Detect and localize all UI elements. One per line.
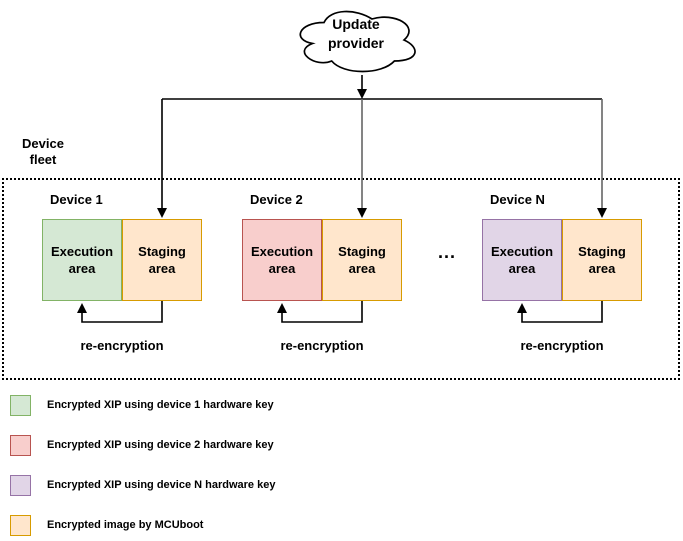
legend: Encrypted XIP using device 1 hardware ke… (10, 394, 275, 536)
device-1-execution-area: Execution area (42, 219, 122, 301)
legend-label-device-2-key: Encrypted XIP using device 2 hardware ke… (47, 439, 274, 451)
device-n-box: Execution area Staging area (482, 219, 642, 301)
device-2-name: Device 2 (250, 192, 303, 207)
device-n-staging-label: Staging area (578, 244, 626, 276)
device-n-re-encryption-label: re-encryption (520, 338, 604, 353)
device-1-box: Execution area Staging area (42, 219, 202, 301)
legend-item-device-2-key: Encrypted XIP using device 2 hardware ke… (10, 434, 275, 456)
device-1-re-encryption-label: re-encryption (80, 338, 164, 353)
legend-swatch-purple (10, 474, 31, 496)
legend-swatch-red (10, 434, 31, 456)
more-devices-ellipsis: ... (437, 242, 456, 262)
legend-item-device-n-key: Encrypted XIP using device N hardware ke… (10, 474, 275, 496)
legend-swatch-green (10, 394, 31, 416)
legend-label-device-1-key: Encrypted XIP using device 1 hardware ke… (47, 399, 274, 411)
device-2-box: Execution area Staging area (242, 219, 402, 301)
device-n-execution-area: Execution area (482, 219, 562, 301)
device-n-name: Device N (490, 192, 545, 207)
device-2-staging-label: Staging area (338, 244, 386, 276)
legend-label-device-n-key: Encrypted XIP using device N hardware ke… (47, 479, 276, 491)
device-1-staging-label: Staging area (138, 244, 186, 276)
device-n-staging-area: Staging area (562, 219, 642, 301)
device-fleet-boundary (2, 178, 680, 380)
legend-swatch-orange (10, 514, 31, 536)
device-2-re-encryption-label: re-encryption (280, 338, 364, 353)
cloud-arrowhead-icon (357, 89, 367, 99)
device-2-execution-area: Execution area (242, 219, 322, 301)
update-provider-label: Update provider (327, 16, 384, 51)
legend-item-mcuboot: Encrypted image by MCUboot (10, 514, 275, 536)
device-n-execution-label: Execution area (490, 244, 554, 276)
legend-item-device-1-key: Encrypted XIP using device 1 hardware ke… (10, 394, 275, 416)
device-1-execution-label: Execution area (50, 244, 114, 276)
device-fleet-label: Device fleet (22, 136, 64, 167)
device-1-name: Device 1 (50, 192, 103, 207)
device-2-staging-area: Staging area (322, 219, 402, 301)
device-2-execution-label: Execution area (250, 244, 314, 276)
legend-label-mcuboot: Encrypted image by MCUboot (47, 519, 204, 531)
device-1-staging-area: Staging area (122, 219, 202, 301)
